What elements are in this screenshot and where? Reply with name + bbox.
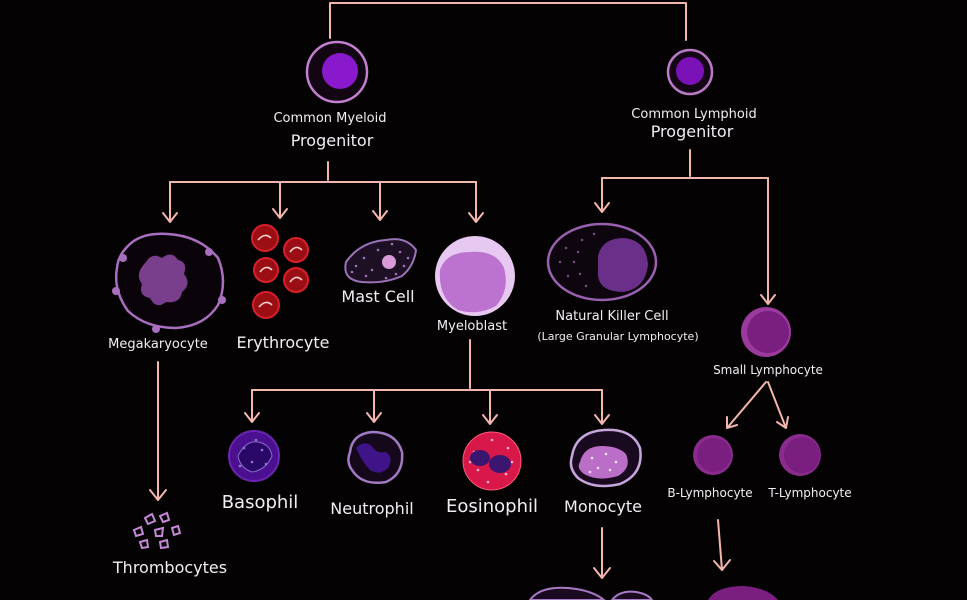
connector-lines [149, 2, 789, 579]
label-monocyte: Monocyte [564, 497, 642, 516]
label-basophil: Basophil [222, 492, 299, 513]
label-common-lymphoid-progenitor: Progenitor [651, 122, 734, 141]
erythrocyte-3 [253, 257, 279, 283]
label-megakaryocyte: Megakaryocyte [108, 337, 208, 352]
arrow-b-lymphocyte-down [713, 519, 731, 571]
b-lymphocyte-cell [693, 435, 733, 475]
arrow-to-b-lymphocyte [726, 381, 767, 429]
label-natural-killer-cell: Natural Killer Cell [555, 309, 668, 324]
label-neutrophil: Neutrophil [330, 499, 413, 518]
arrow-to-t-lymphocyte [767, 381, 789, 429]
thrombocyte-cells [132, 511, 182, 550]
label-myeloblast: Myeloblast [437, 319, 507, 334]
erythrocyte-cells [251, 224, 309, 319]
label-erythrocyte: Erythrocyte [237, 333, 330, 352]
basophil-cell [228, 430, 280, 482]
label-eosinophil: Eosinophil [446, 496, 538, 517]
label-large-granular-lymphocyte: (Large Granular Lymphocyte) [537, 330, 698, 343]
erythrocyte-2 [283, 237, 309, 263]
label-small-lymphocyte: Small Lymphocyte [713, 363, 823, 377]
arrow-to-neutrophil [366, 389, 382, 423]
small-lymphocyte-cell [741, 307, 791, 357]
erythrocyte-4 [283, 267, 309, 293]
arrow-to-myeloblast [468, 181, 484, 223]
monocyte-cell [569, 428, 642, 488]
arrow-to-monocyte [594, 389, 610, 425]
label-t-lymphocyte: T-Lymphocyte [767, 486, 851, 500]
arrow-to-basophil [244, 389, 260, 423]
label-common-lymphoid: Common Lymphoid [631, 107, 756, 122]
arrow-to-nk-cell [594, 177, 610, 213]
arrow-to-mast-cell [372, 181, 388, 221]
connector-top-split [329, 2, 687, 41]
arrow-to-thrombocytes [149, 361, 167, 501]
eosinophil-cell [462, 431, 522, 491]
label-mast-cell: Mast Cell [341, 287, 414, 306]
myeloblast-cell [435, 236, 515, 316]
arrow-monocyte-down [593, 527, 611, 579]
label-b-lymphocyte: B-Lymphocyte [667, 486, 752, 500]
arrow-to-small-lymphocyte [760, 177, 776, 305]
mast-cell [344, 238, 418, 284]
arrow-to-megakaryocyte [162, 181, 178, 223]
plasma-cell-partial [708, 586, 778, 600]
macrophage-cell-partial [528, 586, 654, 600]
neutrophil-cell [347, 430, 404, 484]
t-lymphocyte-cell [779, 434, 821, 476]
arrow-to-eosinophil [482, 389, 498, 425]
label-common-myeloid: Common Myeloid [273, 111, 386, 126]
erythrocyte-5 [252, 291, 280, 319]
arrow-to-erythrocyte [272, 181, 288, 219]
megakaryocyte-cell [112, 232, 226, 333]
common-myeloid-progenitor-cell [305, 40, 369, 104]
natural-killer-cell [546, 222, 658, 302]
labels: Common Myeloid Progenitor Common Lymphoi… [108, 107, 851, 577]
common-lymphoid-progenitor-cell [666, 48, 714, 96]
label-thrombocytes: Thrombocytes [112, 558, 227, 577]
label-common-myeloid-progenitor: Progenitor [291, 131, 374, 150]
erythrocyte-1 [251, 224, 279, 252]
